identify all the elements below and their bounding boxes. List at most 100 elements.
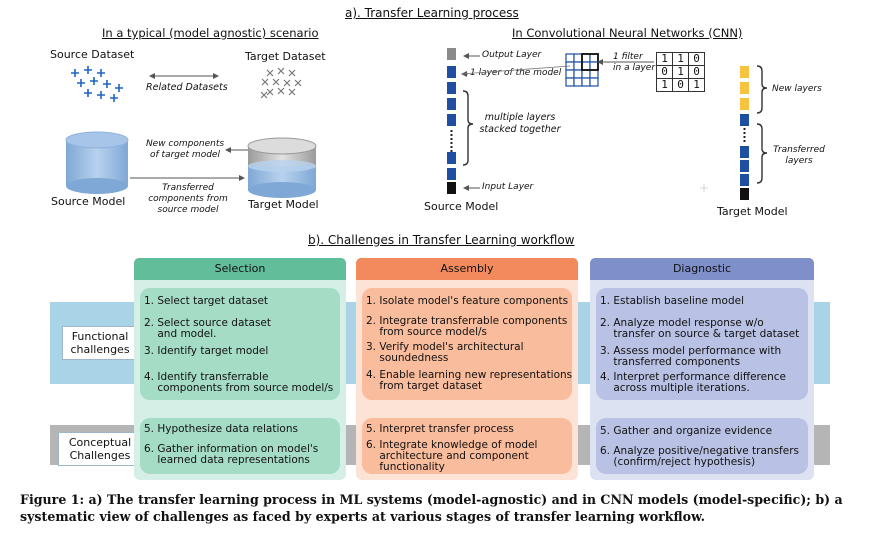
conceptual-item: 6. Gather information on model's learned… xyxy=(144,443,319,466)
x-mark xyxy=(288,88,296,96)
functional-item: 2. Integrate transferrable components fr… xyxy=(366,315,568,338)
plus-mark xyxy=(84,66,92,74)
fmap-cell xyxy=(573,69,583,79)
x-mark xyxy=(277,67,285,75)
fmap-cell xyxy=(581,61,591,71)
part-b-title: b). Challenges in Transfer Learning work… xyxy=(308,233,575,247)
multiple-layers-brace xyxy=(462,90,474,166)
layer-ellipsis-dot xyxy=(450,146,453,148)
left-source-model-label: Source Model xyxy=(51,195,126,208)
target-model-cylinder xyxy=(247,137,317,198)
fmap-cell xyxy=(565,77,575,87)
functional-panel-selection xyxy=(140,288,340,400)
layer-ellipsis-dot xyxy=(450,130,453,132)
x-mark xyxy=(261,78,269,86)
related-datasets-label: Related Datasets xyxy=(146,82,228,93)
fmap-cell xyxy=(589,53,599,63)
functional-panel-diagnostic xyxy=(596,288,808,400)
functional-item: 2. Analyze model response w/o transfer o… xyxy=(600,317,800,340)
conceptual-item: 6. Integrate knowledge of model architec… xyxy=(366,439,538,473)
plus-mark xyxy=(110,94,118,102)
plus-mark xyxy=(84,89,92,97)
new-components-label: New components of target model xyxy=(145,139,225,160)
plus-mark xyxy=(97,69,105,77)
model-layer xyxy=(447,152,456,164)
x-mark xyxy=(260,91,268,99)
functional-row-label: Functional challenges xyxy=(62,326,138,360)
target-dataset-x-icons xyxy=(260,67,302,99)
transferred-layers-brace xyxy=(756,123,768,184)
layer-ellipsis-dot xyxy=(450,138,453,140)
model-layer xyxy=(447,168,456,180)
fmap-cell xyxy=(589,61,599,71)
functional-item: 4. Interpret performance difference acro… xyxy=(600,371,786,394)
layer-ellipsis-dot xyxy=(743,140,746,142)
transferred-layers-label: Transferred layers xyxy=(773,145,825,166)
source-dataset-plus-icons xyxy=(71,66,123,102)
fmap-cell xyxy=(573,77,583,87)
source-model-layers xyxy=(447,48,456,194)
new-layers-brace xyxy=(756,65,768,114)
model-layer xyxy=(447,98,456,110)
functional-item: 1. Select target dataset xyxy=(144,295,269,307)
fmap-link-line xyxy=(460,65,571,75)
column-header-assembly: Assembly xyxy=(356,258,578,280)
fmap-cell xyxy=(565,53,575,63)
one-layer-label: 1 layer of the model xyxy=(470,68,562,78)
layer-ellipsis-dot xyxy=(450,134,453,136)
part-a-graphics xyxy=(65,48,768,200)
transferred-components-label: Transferred components from source model xyxy=(148,183,228,215)
layer-ellipsis-dot xyxy=(743,128,746,130)
conceptual-panel-selection xyxy=(140,418,340,474)
model-layer xyxy=(740,174,749,186)
fmap-cell xyxy=(581,77,591,87)
cnn-source-model-label: Source Model xyxy=(424,200,499,213)
layer-ellipsis-dot xyxy=(743,136,746,138)
conceptual-panel-diagnostic xyxy=(596,418,808,474)
multiple-layers-label: multiple layers stacked together xyxy=(479,112,561,135)
column-header-selection: Selection xyxy=(134,258,346,280)
fmap-cell xyxy=(565,69,575,79)
input-layer-block xyxy=(740,188,749,200)
target-model-layers xyxy=(740,66,749,200)
functional-panel-assembly xyxy=(362,288,572,400)
x-mark xyxy=(277,87,285,95)
input-layer-block xyxy=(447,182,456,194)
functional-item: 4. Identify transferrable components fro… xyxy=(144,371,334,394)
layer-ellipsis-dot xyxy=(450,150,453,152)
left-heading: In a typical (model agnostic) scenario xyxy=(102,26,319,40)
cursor-icon xyxy=(700,184,708,192)
right-heading: In Convolutional Neural Networks (CNN) xyxy=(512,26,743,40)
conceptual-item: 5. Hypothesize data relations xyxy=(144,423,298,435)
functional-item: 2. Select source dataset and model. xyxy=(144,317,271,340)
model-layer xyxy=(447,114,456,126)
layer-ellipsis-dot xyxy=(450,142,453,144)
model-layer xyxy=(447,82,456,94)
model-layer xyxy=(447,66,456,78)
new-layer xyxy=(740,66,749,78)
conceptual-item: 5. Interpret transfer process xyxy=(366,423,514,435)
x-mark xyxy=(294,79,302,87)
fmap-cell xyxy=(589,69,599,79)
conceptual-item: 6. Analyze positive/negative transfers (… xyxy=(600,445,799,468)
x-mark xyxy=(266,69,274,77)
conceptual-panel-assembly xyxy=(362,418,572,474)
x-mark xyxy=(272,78,280,86)
new-layer xyxy=(740,98,749,110)
fmap-cell xyxy=(573,61,583,71)
functional-item: 4. Enable learning new representations f… xyxy=(366,369,573,392)
part-a-title: a). Transfer Learning process xyxy=(345,6,519,20)
functional-item: 3. Identify target model xyxy=(144,345,269,357)
model-layer xyxy=(740,146,749,158)
model-layer xyxy=(740,114,749,126)
filter-cell: 1 xyxy=(688,78,705,92)
functional-item: 1. Establish baseline model xyxy=(600,295,744,307)
layer-ellipsis-dot xyxy=(743,132,746,134)
plus-mark xyxy=(103,80,111,88)
cnn-target-model-label: Target Model xyxy=(717,205,788,218)
x-mark xyxy=(283,79,291,87)
output-layer-label: Output Layer xyxy=(482,50,542,60)
functional-item: 3. Assess model performance with transfe… xyxy=(600,345,782,368)
model-layer xyxy=(447,48,456,60)
model-layer xyxy=(740,160,749,172)
